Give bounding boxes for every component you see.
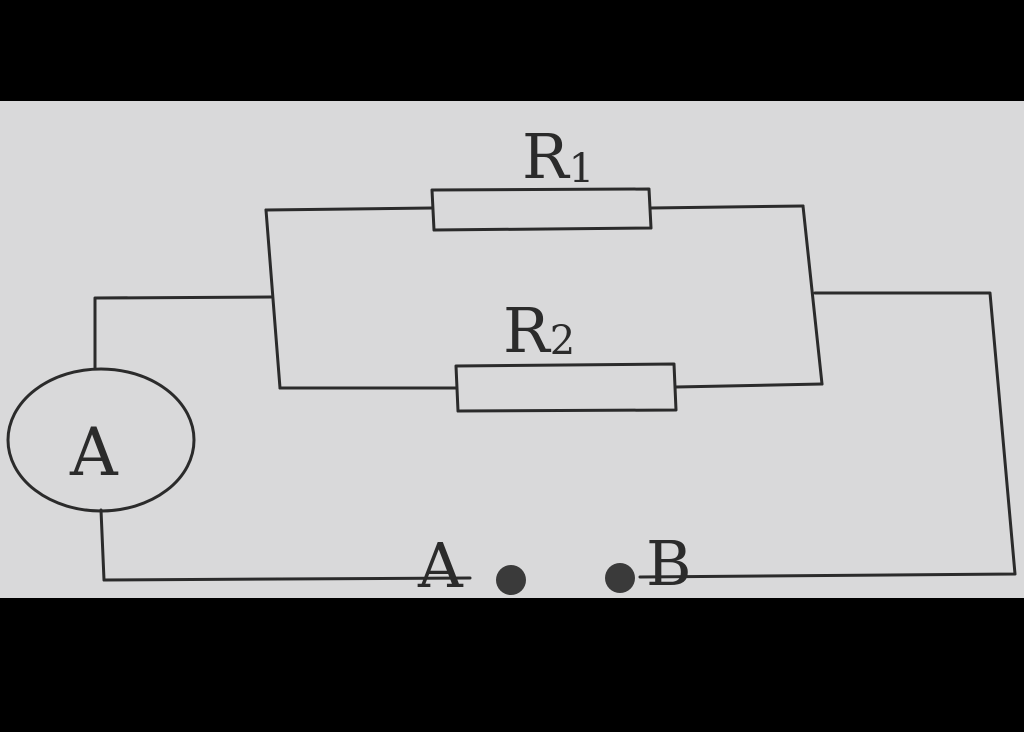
r2-right-wire (674, 382, 824, 389)
paper-background (0, 101, 1024, 598)
resistor-r2 (454, 362, 678, 413)
right-junction-wire (801, 204, 824, 386)
ammeter-symbol: A (69, 414, 119, 491)
ammeter-top-wire (93, 295, 273, 370)
terminal-a-label: A (417, 529, 464, 602)
ammeter-circle (6, 367, 196, 513)
terminal-b-label: B (646, 527, 692, 600)
resistor-r2-label: R2 (503, 294, 575, 367)
left-junction-wire (264, 208, 282, 390)
r1-left-wire (264, 206, 434, 212)
resistor-r1 (430, 187, 653, 232)
terminal-b-dot (605, 563, 635, 593)
right-return-wire (638, 291, 1017, 579)
terminal-a-dot (496, 565, 526, 595)
r1-right-wire (649, 204, 805, 210)
ammeter-bottom-wire (99, 508, 472, 582)
resistor-r1-label: R1 (522, 120, 594, 193)
